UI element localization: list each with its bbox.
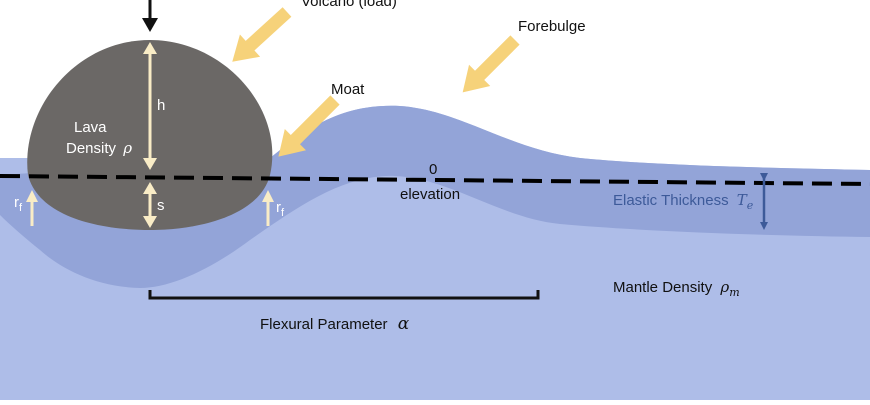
moat-label: Moat <box>331 81 365 98</box>
zero-elevation-value: 0 <box>429 161 437 178</box>
moat-pointer-arrow <box>278 95 340 157</box>
mantle-density-label: Mantle Density ρm <box>613 278 740 299</box>
forebulge-label: Forebulge <box>518 18 586 35</box>
lava-label-line1: Lava <box>74 119 107 136</box>
flexural-parameter-bracket <box>148 290 540 300</box>
zero-elevation-word: elevation <box>400 186 460 203</box>
radius-label-right: rf <box>276 199 285 219</box>
radius-label-left: rf <box>14 194 23 214</box>
restoring-force-arrow-right <box>262 190 274 226</box>
restoring-force-arrow-left <box>26 190 38 226</box>
elastic-lithosphere-layer <box>0 105 870 288</box>
lava-label-line2: Density ρ <box>66 139 132 157</box>
subsidence-label: s <box>157 197 165 214</box>
forebulge-pointer-arrow <box>462 35 520 93</box>
volcano-pointer-arrow <box>232 7 292 62</box>
elastic-thickness-label: Elastic Thickness Te <box>613 191 754 212</box>
flexural-parameter-label: Flexural Parameter α <box>260 314 410 334</box>
volcano-label: Volcano (load) <box>301 0 397 10</box>
height-arrow <box>143 42 157 170</box>
height-label: h <box>157 97 165 114</box>
zero-elevation-line <box>0 174 870 186</box>
subsidence-arrow <box>143 182 157 228</box>
load-arrow-head <box>142 18 158 32</box>
